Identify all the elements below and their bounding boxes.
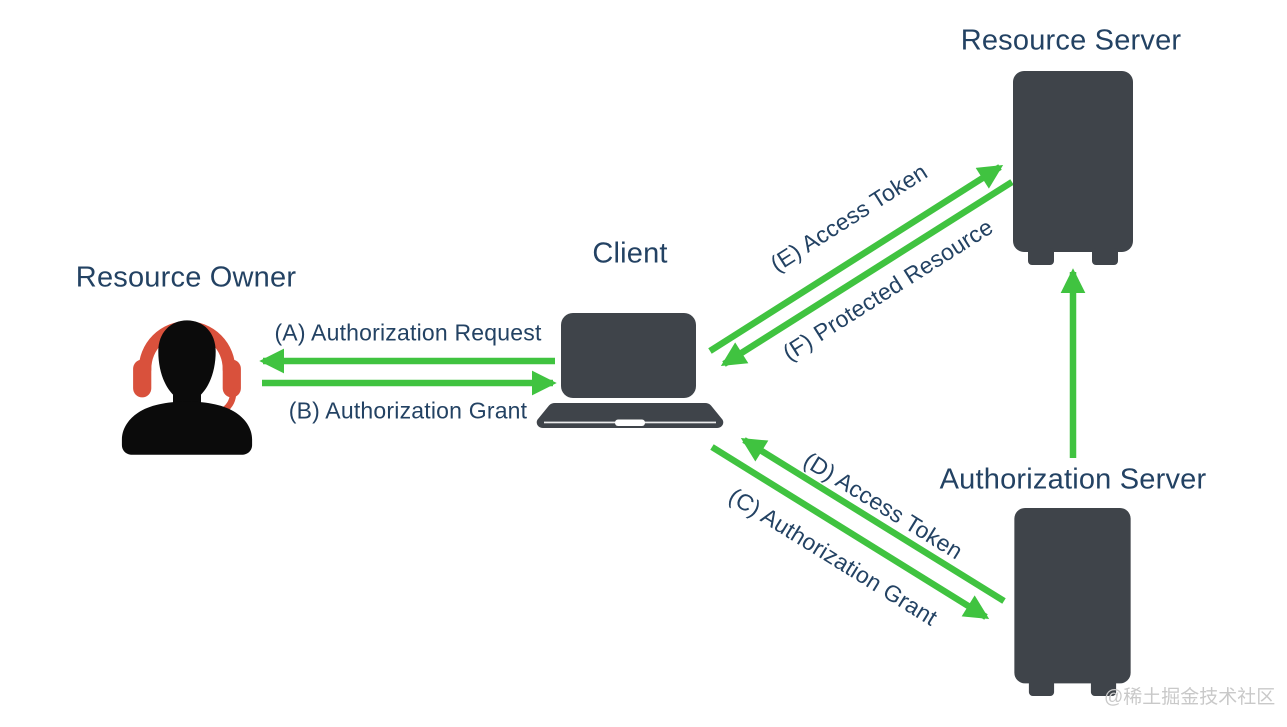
- watermark-credit: @稀土掘金技术社区: [1104, 687, 1276, 708]
- server-body: [1014, 508, 1131, 684]
- arrow-d-access-token: [740, 437, 1006, 604]
- server-foot-left: [1028, 248, 1054, 265]
- person-shoulders: [121, 401, 253, 455]
- laptop-screen: [561, 313, 696, 398]
- resource-server-icon: [1013, 71, 1133, 265]
- headset-earcup-left: [133, 359, 152, 398]
- arrow-c-authorization-grant: [710, 444, 990, 620]
- headset-earcup-right: [222, 359, 241, 398]
- entity-label-authorization-server: Authorization Server: [939, 463, 1207, 496]
- authorization-server-icon: [1014, 508, 1131, 696]
- server-foot-right: [1090, 679, 1117, 696]
- server-body: [1013, 71, 1133, 252]
- arrow-e-access-token: [708, 164, 1004, 354]
- server-foot-left: [1028, 679, 1055, 696]
- entity-label-resource-server: Resource Server: [960, 24, 1182, 57]
- flow-label-a: (A) Authorization Request: [274, 319, 542, 346]
- flow-label-b: (B) Authorization Grant: [288, 397, 528, 424]
- laptop-notch: [615, 419, 645, 426]
- person-head: [158, 320, 216, 410]
- client-laptop-icon: [536, 313, 724, 428]
- server-foot-right: [1092, 248, 1118, 265]
- entity-label-resource-owner: Resource Owner: [75, 261, 297, 294]
- arrow-f-protected-resource: [720, 179, 1014, 367]
- resource-owner-icon: [121, 320, 253, 455]
- entity-label-client: Client: [592, 237, 668, 270]
